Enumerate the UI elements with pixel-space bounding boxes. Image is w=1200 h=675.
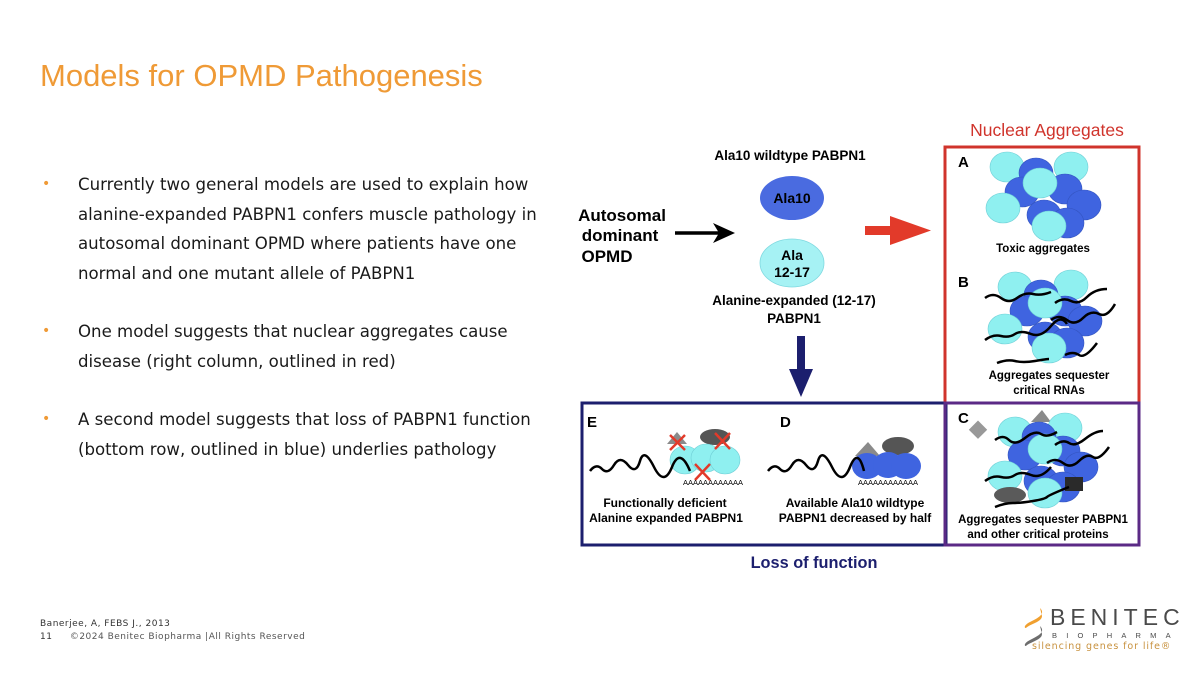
logo-name: BENITEC xyxy=(1050,604,1185,630)
toxic-aggregate-cluster xyxy=(985,151,1102,242)
x-mark-icon xyxy=(669,434,686,451)
logo-tagline: silencing genes for life® xyxy=(1032,641,1172,652)
citation: Banerjee, A, FEBS J., 2013 xyxy=(40,619,171,629)
input-label-line2: dominant xyxy=(582,226,659,245)
deficient-pabpn1-complex xyxy=(589,429,741,481)
input-label-line1: Autosomal xyxy=(578,206,666,225)
ala-12-17-label-line1: Ala xyxy=(781,247,803,263)
wildtype-title: Ala10 wildtype PABPN1 xyxy=(714,148,866,163)
panel-e-caption-line2: Alanine expanded PABPN1 xyxy=(589,511,743,525)
page-number: 11 xyxy=(40,632,53,642)
panel-e-letter: E xyxy=(587,414,597,431)
ala-12-17-label-line2: 12-17 xyxy=(774,264,810,280)
panel-c-caption-line1: Aggregates sequester PABPN1 xyxy=(958,514,1128,526)
loss-of-function-title: Loss of function xyxy=(751,553,878,572)
red-arrow-icon xyxy=(865,216,931,245)
panel-d-letter: D xyxy=(780,414,791,431)
bullet-text: One model suggests that nuclear aggregat… xyxy=(78,322,508,371)
wildtype-pabpn1-complex xyxy=(767,437,921,479)
panel-c-frame xyxy=(943,401,1141,547)
panel-a-caption: Toxic aggregates xyxy=(996,243,1090,255)
panel-c-caption-line2: and other critical proteins xyxy=(967,529,1108,541)
x-mark-icon xyxy=(714,432,731,450)
oval-protein-icon xyxy=(994,487,1026,503)
bullet-list: • Currently two general models are used … xyxy=(40,170,540,493)
copyright: ©2024 Benitec Biopharma |All Rights Rese… xyxy=(69,632,306,642)
expanded-title-line1: Alanine-expanded (12-17) xyxy=(712,293,876,308)
bullet-icon: • xyxy=(42,323,51,339)
input-label-line3: OPMD xyxy=(582,247,633,266)
panel-c-letter: C xyxy=(958,410,969,427)
x-mark-icon xyxy=(694,463,711,481)
benitec-swirl-icon xyxy=(1024,608,1043,646)
slide-title: Models for OPMD Pathogenesis xyxy=(40,58,483,93)
rna-aggregate-cluster xyxy=(984,269,1117,365)
panel-d-caption-line1: Available Ala10 wildtype xyxy=(786,496,925,510)
bullet-text: Currently two general models are used to… xyxy=(78,175,537,283)
triangle-protein-icon xyxy=(667,432,687,444)
panel-d-polya: AAAAAAAAAAAA xyxy=(858,478,918,487)
opmd-diagram: Nuclear Aggregates Autosomal dominant OP… xyxy=(578,120,1141,572)
panel-b-caption-line2: critical RNAs xyxy=(1013,385,1085,397)
bullet-item: • Currently two general models are used … xyxy=(40,170,540,288)
bullet-icon: • xyxy=(42,176,51,192)
triangle-protein-icon xyxy=(855,442,880,456)
benitec-logo: BENITEC BIOPHARMA silencing genes for li… xyxy=(1018,604,1188,654)
oval-protein-icon xyxy=(882,437,914,455)
protein-aggregate-cluster xyxy=(968,410,1111,509)
bullet-item: • One model suggests that nuclear aggreg… xyxy=(40,317,540,376)
bullet-text: A second model suggests that loss of PAB… xyxy=(78,410,531,459)
panel-b-caption-line1: Aggregates sequester xyxy=(989,370,1110,382)
panel-d-caption-line2: PABPN1 decreased by half xyxy=(779,511,933,525)
ala10-oval xyxy=(760,176,824,220)
panel-b-letter: B xyxy=(958,274,969,291)
expanded-title-line2: PABPN1 xyxy=(767,311,821,326)
panel-e-polya: AAAAAAAAAAAA xyxy=(683,478,743,487)
bullet-icon: • xyxy=(42,411,51,427)
ala10-oval-label: Ala10 xyxy=(773,190,811,206)
bullet-item: • A second model suggests that loss of P… xyxy=(40,405,540,464)
panel-e-caption-line1: Functionally deficient xyxy=(603,496,726,510)
ala-12-17-oval xyxy=(759,238,825,288)
logo-subtitle: BIOPHARMA xyxy=(1052,631,1180,640)
nuclear-aggregates-title: Nuclear Aggregates xyxy=(970,120,1124,140)
diamond-protein-icon xyxy=(968,420,988,439)
navy-down-arrow-icon xyxy=(789,336,813,397)
triangle-protein-icon xyxy=(1031,410,1051,422)
panel-a-letter: A xyxy=(958,154,969,171)
square-protein-icon xyxy=(1065,477,1083,491)
footer: 11 ©2024 Benitec Biopharma |All Rights R… xyxy=(40,632,305,642)
black-arrow-icon xyxy=(675,223,735,243)
